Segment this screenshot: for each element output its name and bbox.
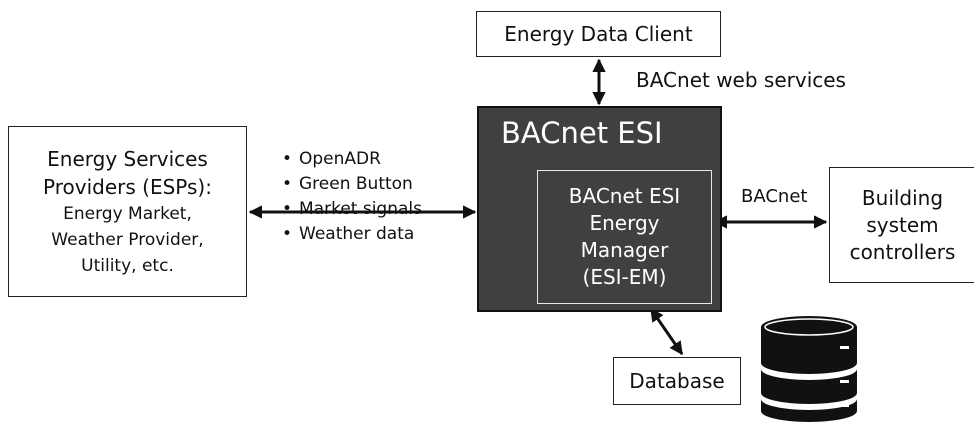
list-item: •OpenADR bbox=[282, 149, 381, 169]
esi-energy-manager-box: BACnet ESI Energy Manager (ESI-EM) bbox=[537, 170, 712, 304]
esp-line: Energy Services bbox=[47, 146, 208, 171]
energy-data-client-box: Energy Data Client bbox=[476, 11, 721, 57]
list-item: •Green Button bbox=[282, 174, 413, 194]
esp-signal-list: •OpenADR •Green Button •Market signals •… bbox=[282, 147, 422, 247]
esp-line: Weather Provider, bbox=[51, 229, 204, 250]
bsc-line: Building bbox=[861, 185, 944, 210]
em-line: BACnet ESI bbox=[568, 184, 681, 208]
energy-data-client-label: Energy Data Client bbox=[504, 22, 693, 46]
bacnet-label: BACnet bbox=[741, 186, 808, 207]
list-item-text: Weather data bbox=[299, 224, 415, 244]
list-item-text: Green Button bbox=[299, 174, 413, 194]
database-server-icon bbox=[761, 316, 857, 422]
esp-line: Utility, etc. bbox=[81, 255, 174, 276]
esp-line: Providers (ESPs): bbox=[43, 174, 212, 199]
list-item: •Weather data bbox=[282, 224, 415, 244]
bsc-line: system bbox=[866, 212, 939, 237]
bacnet-esi-box: BACnet ESI BACnet ESI Energy Manager (ES… bbox=[477, 106, 722, 312]
list-item-text: OpenADR bbox=[299, 149, 381, 169]
list-item-text: Market signals bbox=[299, 199, 422, 219]
database-box: Database bbox=[613, 357, 741, 405]
bacnet-esi-title: BACnet ESI bbox=[501, 116, 663, 150]
web-services-label: BACnet web services bbox=[636, 68, 846, 92]
em-line: Energy bbox=[589, 211, 660, 235]
bsc-line: controllers bbox=[849, 239, 956, 264]
list-item: •Market signals bbox=[282, 199, 422, 219]
database-label: Database bbox=[629, 369, 725, 393]
em-line: (ESI-EM) bbox=[582, 265, 667, 289]
arrow-esi-db bbox=[649, 307, 684, 356]
em-line: Manager bbox=[580, 238, 669, 262]
building-controllers-box: Building system controllers bbox=[829, 167, 974, 283]
esp-box: Energy Services Providers (ESPs): Energy… bbox=[8, 126, 247, 297]
esp-line: Energy Market, bbox=[63, 203, 192, 224]
